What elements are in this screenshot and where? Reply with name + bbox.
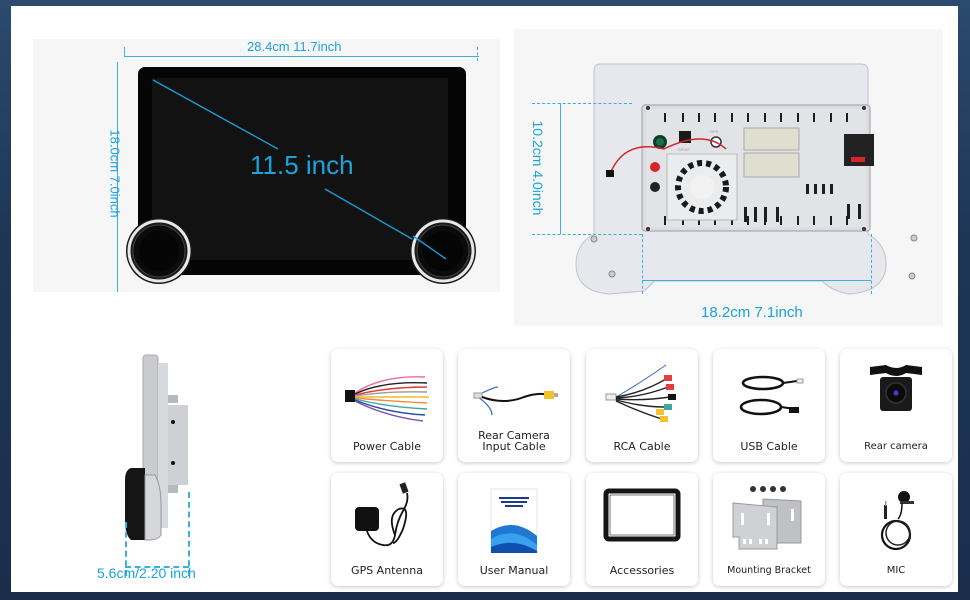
back-view: SPDIF GPS 10.2cm 4.0inch 18.2cm 7.1inch [514,29,943,326]
user-manual-icon [464,481,564,553]
accessory-label: GPS Antenna [351,564,423,577]
accessory-card-rear-camera-input-cable: Rear Camera Input Cable [458,349,570,462]
accessory-label: User Manual [479,564,549,577]
width-dimension-label: 18.2cm 7.1inch [701,304,803,321]
side-view [95,350,295,590]
head-unit-front-image [126,67,476,284]
rear-camera-icon [846,357,946,427]
accessory-card-usb-cable: USB Cable [713,349,825,462]
accessory-label: Power Cable [353,440,421,453]
accessory-label: Accessories [609,564,675,577]
accessory-card-mounting-bracket: Mounting Bracket [713,473,825,586]
width-dimension-right-dash [871,234,872,294]
front-view: 28.4cm 11.7inch 18.0cm 7.0inch 11.5 inch [33,39,500,292]
spdif-port-label: SPDIF [678,147,690,152]
accessory-card-user-manual: User Manual [458,473,570,586]
accessory-card-gps-antenna: GPS Antenna [331,473,443,586]
accessory-label: Rear camera [864,441,928,452]
accessory-label-line2: Input Cable [482,440,546,453]
depth-dimension-label: 5.6cm/2.20 inch [97,565,196,581]
accessory-label-line1: Rear Camera [478,429,550,442]
depth-dimension-left-dash [125,522,127,576]
accessory-card-accessories: Accessories [586,473,698,586]
accessory-card-mic: MIC [840,473,952,586]
depth-dimension-line [125,566,189,568]
height-dimension-top-dash [532,103,632,104]
gps-port-label: GPS [710,129,719,134]
screen-size-label: 11.5 inch [250,150,354,180]
right-knob [410,218,476,284]
width-dimension-label: 28.4cm 11.7inch [247,39,342,54]
microphone-icon [846,481,946,551]
width-dimension-tick-right [477,47,478,61]
mounting-bracket-icon [719,481,819,551]
accessory-label: Mounting Bracket [727,565,811,576]
height-dimension-label: 10.2cm 4.0inch [530,120,546,216]
left-knob [126,218,192,284]
accessory-label: MIC [886,565,906,576]
height-dimension-line [560,103,561,234]
width-dimension-tick-left [124,47,125,57]
accessory-card-power-cable: Power Cable [331,349,443,462]
depth-dimension-right-dash [188,492,190,576]
power-cable-icon [337,357,437,427]
rear-camera-input-cable-icon [464,357,564,427]
accessory-card-rear-camera: Rear camera [840,349,952,462]
height-dimension-line [117,62,118,292]
usb-cable-icon [719,357,819,427]
accessory-label: USB Cable [740,440,798,453]
gps-antenna-icon [337,481,437,551]
accessory-card-rca-cable: RCA Cable [586,349,698,462]
accessory-label: Rear Camera Input Cable [458,430,570,452]
head-unit-back-image [575,63,918,295]
width-dimension-line [125,56,479,57]
height-dimension-bottom-dash [532,234,642,235]
accessory-label: RCA Cable [613,440,671,453]
head-unit-side-image [125,354,188,541]
rca-cable-icon [592,357,692,427]
width-dimension-line [642,280,871,281]
width-dimension-left-dash [642,234,643,294]
frame-icon [592,481,692,551]
